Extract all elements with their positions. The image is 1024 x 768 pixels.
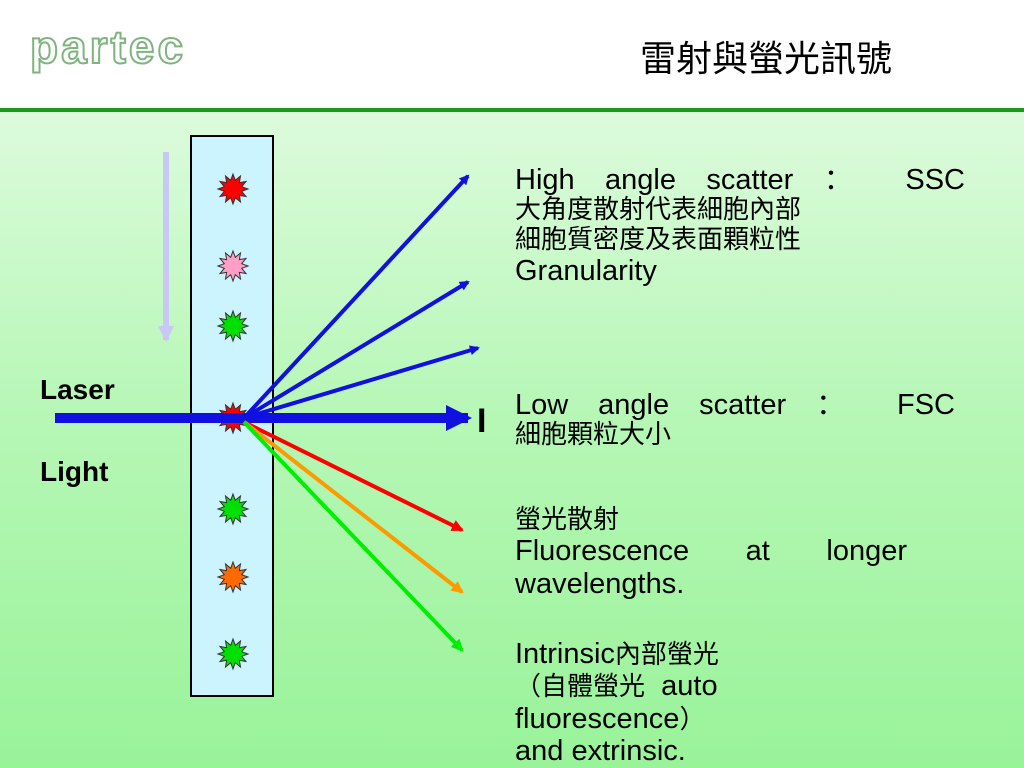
fluorescence-ray-red (243, 420, 464, 532)
detector-mark: I (477, 402, 487, 440)
ssc-description: High angle scatter ： SSC 大角度散射代表細胞內部 細胞質… (515, 164, 965, 287)
light-label: Light (40, 456, 109, 487)
intrinsic-line2: （自體螢光 auto (515, 670, 815, 702)
intrinsic-cn: 內部螢光 (614, 640, 719, 670)
intrinsic-word: Intrinsic (515, 638, 615, 670)
particle-burst-icon (216, 560, 250, 594)
side-scatter-ray (242, 280, 470, 420)
autofluorescence-cn: （自體螢光 (515, 672, 646, 703)
particle-burst-icon (216, 172, 250, 206)
intrinsic-description: Intrinsic內部螢光 （自體螢光 auto fluorescence） a… (515, 638, 815, 768)
fluorescence-word: fluorescence (515, 702, 680, 735)
side-scatter-ray (243, 345, 480, 420)
slide-title: 雷射與螢光訊號 (640, 39, 893, 80)
intrinsic-line4: and extrinsic. (515, 735, 686, 768)
particle-burst-icon (216, 492, 250, 526)
fluorescence-ray-orange (242, 420, 464, 594)
particle-burst-icon (216, 309, 250, 343)
down-arrow-head (158, 326, 174, 342)
fsc-title: Low angle scatter ： FSC (515, 389, 955, 421)
content-background (0, 112, 1024, 768)
fluorescence-line1: Fluorescence at longer (515, 535, 907, 568)
fluorescence-line2: wavelengths. (515, 567, 685, 600)
partec-logo: partec (29, 21, 187, 73)
fsc-cn-line: 細胞顆粒大小 (515, 420, 672, 451)
fluorescence-cn-title: 螢光散射 (515, 505, 620, 535)
fluorescence-ray-green (242, 420, 464, 652)
particle-burst-icon (216, 637, 250, 671)
particle-burst-icon (216, 249, 250, 283)
fsc-description: Low angle scatter ： FSC 細胞顆粒大小 (515, 389, 955, 451)
ssc-granularity: Granularity (515, 254, 657, 287)
auto-word: auto (661, 670, 718, 703)
ssc-cn-line2: 細胞質密度及表面顆粒性 (515, 224, 802, 255)
close-paren: ） (679, 704, 706, 735)
header-divider (0, 108, 1024, 112)
intrinsic-line3: fluorescence） (515, 703, 815, 735)
side-scatter-ray (242, 174, 470, 420)
ssc-cn-line1: 大角度散射代表細胞內部 (515, 195, 802, 226)
fluorescence-description: 螢光散射 Fluorescence at longer wavelengths. (515, 505, 907, 600)
header: partec 雷射與螢光訊號 (0, 0, 1024, 110)
intrinsic-line1: Intrinsic內部螢光 (515, 638, 815, 670)
ssc-title: High angle scatter ： SSC (515, 164, 965, 196)
laser-label: Laser (40, 374, 115, 405)
